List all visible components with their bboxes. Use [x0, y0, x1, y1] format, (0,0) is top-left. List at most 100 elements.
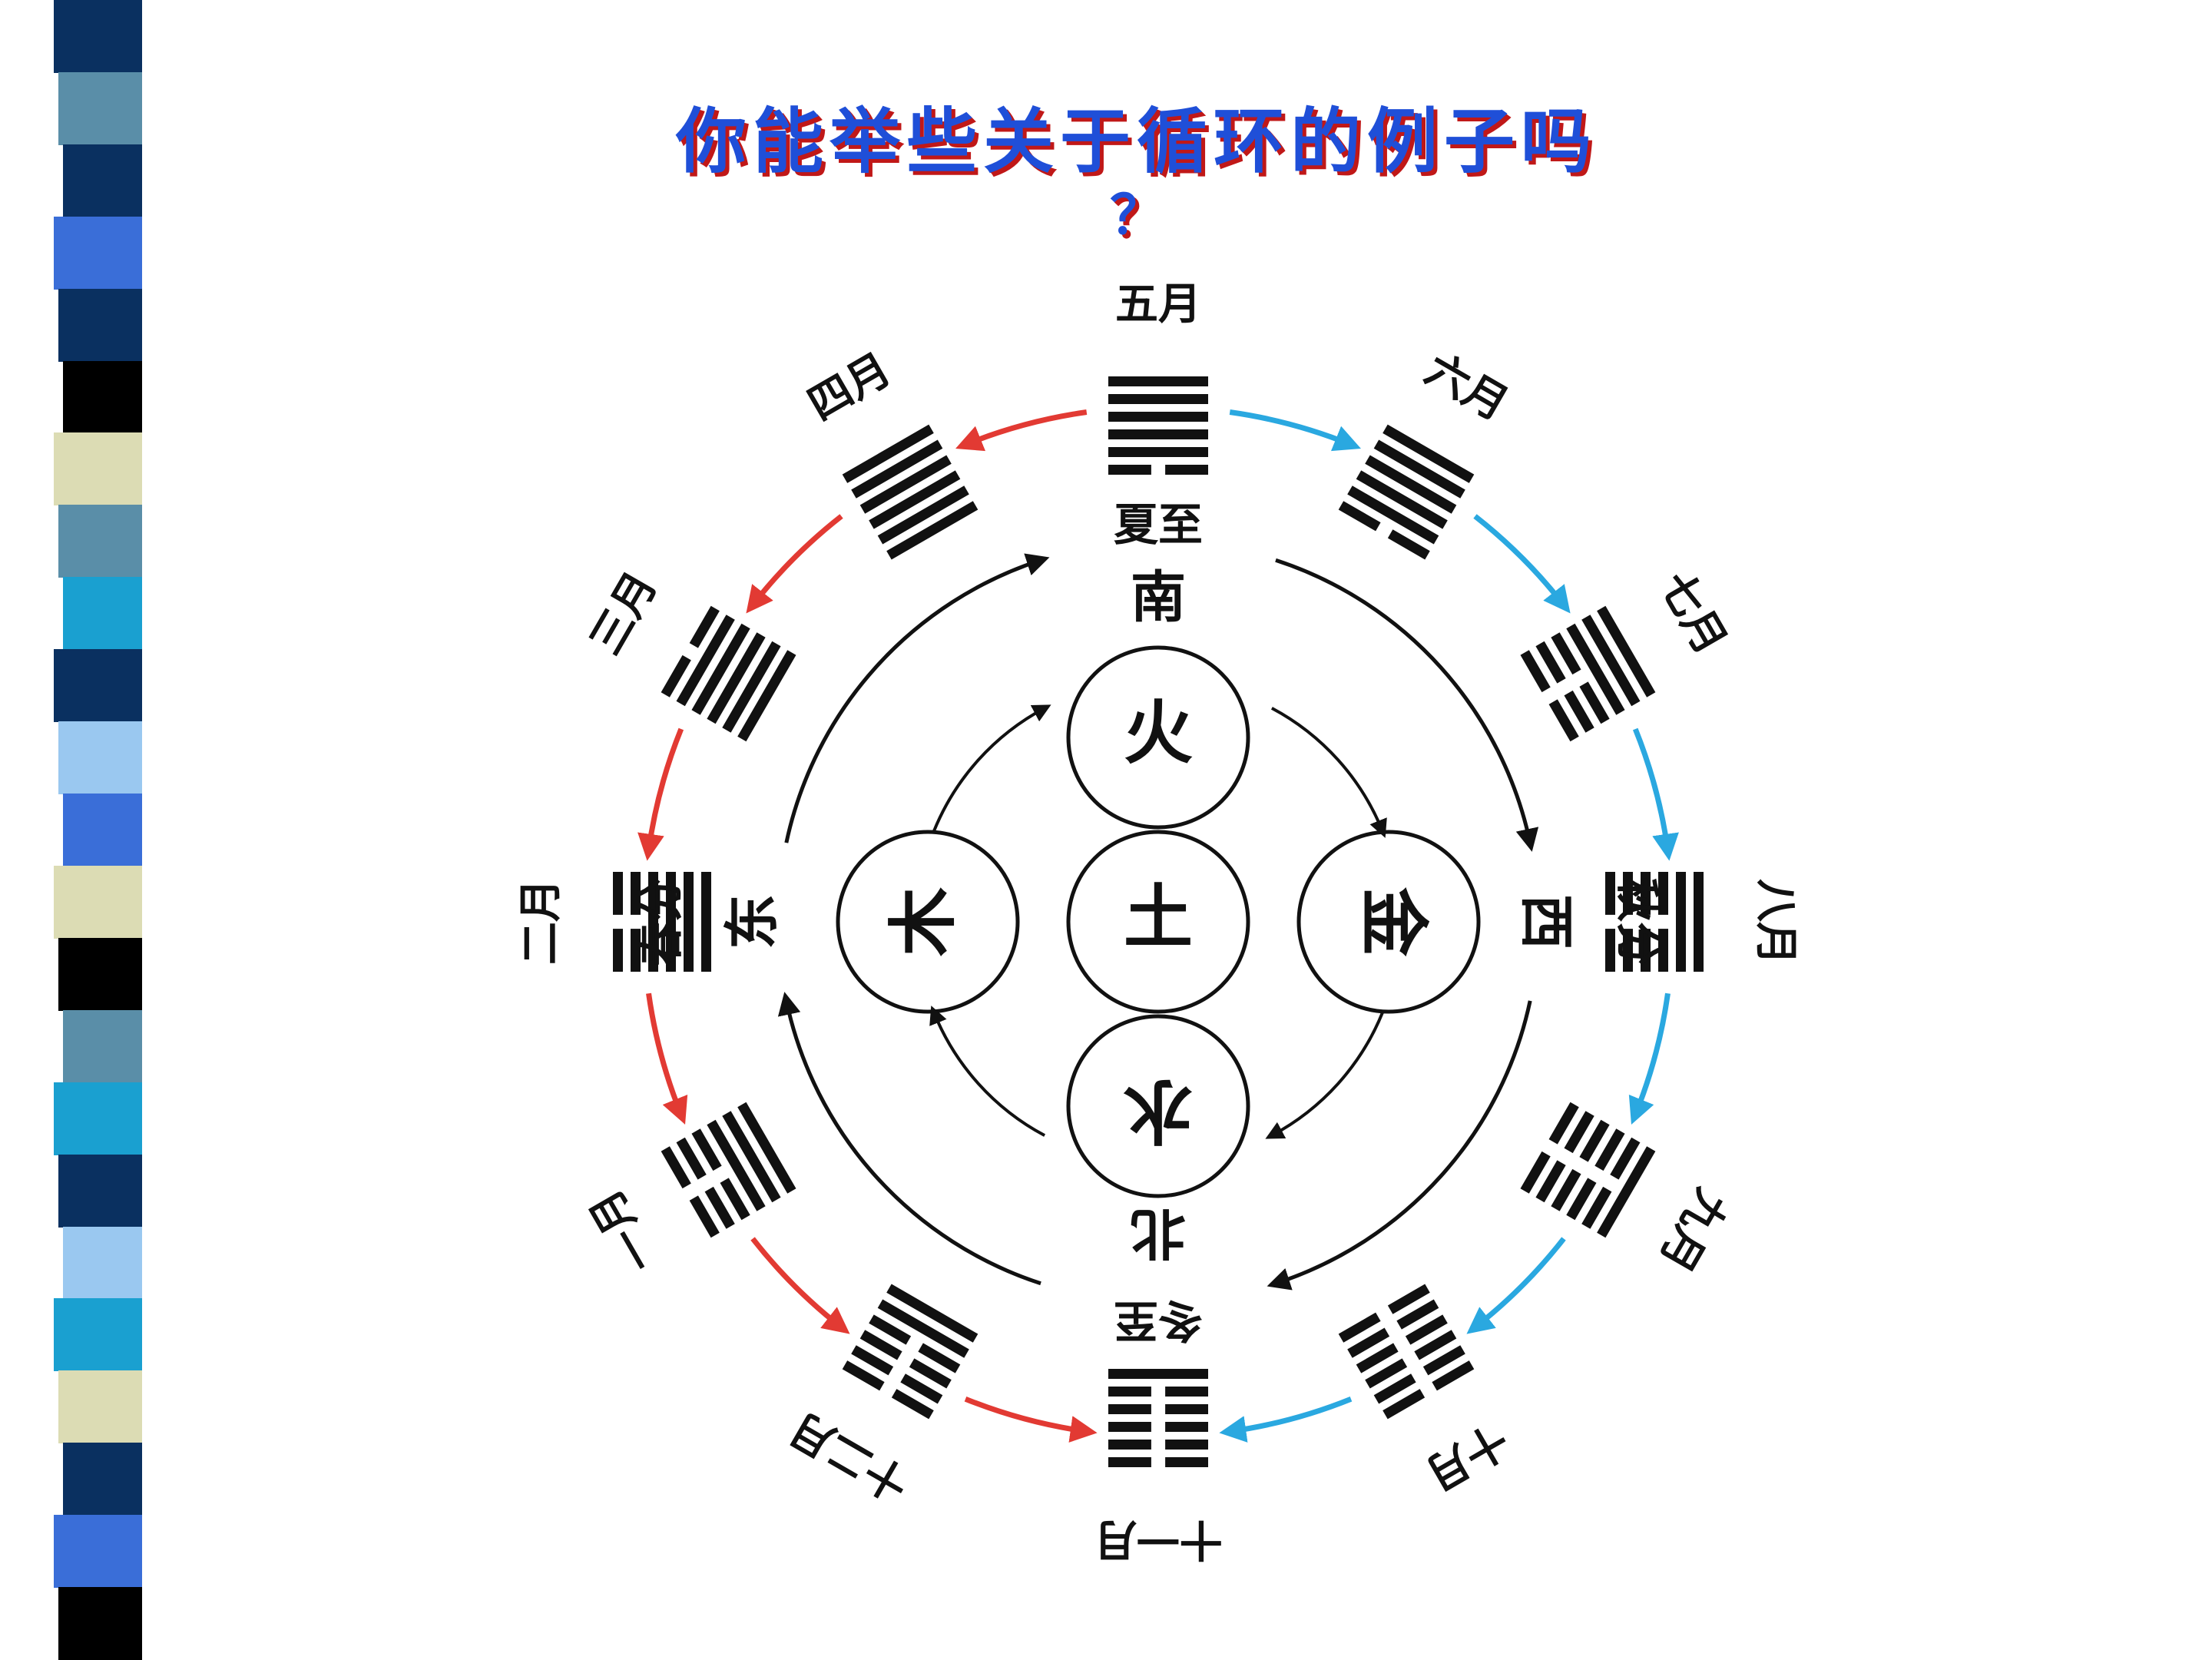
element-circle-fire: [1066, 645, 1250, 830]
season-arrow: [777, 992, 1041, 1286]
yin-arrow: [1473, 514, 1571, 614]
hexagram-yin-line: [1365, 1358, 1408, 1389]
hexagram-yin-line: [1338, 1312, 1381, 1343]
hexagram-yin-line: [909, 1358, 952, 1389]
hexagram: [661, 1102, 796, 1238]
slide-title: 你能举些关于循环的例子吗 ？: [230, 100, 2043, 246]
hexagram-yang-line: [1108, 429, 1208, 439]
yang-arrow: [646, 992, 688, 1125]
hexagram-yang-line: [842, 424, 934, 483]
hexagram: [661, 605, 796, 742]
hexagram-yang-line: [1347, 485, 1439, 545]
element-label-earth: 土: [1124, 877, 1193, 958]
label-autumn-equinox: 秋分: [1611, 877, 1664, 966]
hexagram-yin-line: [869, 1314, 912, 1345]
hexagram: [1520, 605, 1656, 742]
label-east: 东: [720, 894, 785, 949]
yang-arrow: [746, 514, 843, 614]
month-label: 十二月: [781, 1403, 918, 1510]
month-label: 八月: [1750, 879, 1800, 965]
hexagram-yin-line: [1165, 1404, 1208, 1414]
hexagram-yin-line: [661, 654, 691, 697]
hexagram-yang-line: [648, 872, 658, 972]
hexagram-yang-line: [684, 872, 694, 972]
hexagram-yang-line: [877, 1299, 969, 1358]
stripe-band: [54, 432, 142, 506]
stripe-band: [58, 1370, 142, 1444]
hexagram-yin-line: [631, 929, 641, 972]
hexagram-yin-line: [1422, 1345, 1465, 1376]
stripe-band: [58, 71, 142, 145]
yang-arrow: [637, 727, 684, 861]
seasonal-circle: [777, 553, 1539, 1291]
stripe-band: [54, 1298, 142, 1372]
yin-arrow: [1229, 409, 1361, 452]
hexagram-yin-line: [1579, 1119, 1610, 1162]
stripe-band: [63, 577, 142, 651]
label-summer-solstice: 夏至: [1114, 499, 1203, 551]
hexagram-yin-line: [631, 871, 641, 915]
hexagram-yang-line: [722, 1111, 781, 1203]
hexagram-yin-line: [689, 1195, 720, 1238]
season-arrow: [1267, 1000, 1532, 1291]
hexagram-yin-line: [1641, 872, 1651, 915]
hexagram-yin-line: [1165, 1422, 1208, 1432]
hexagram: [613, 871, 711, 972]
hexagram-yin-line: [1520, 1151, 1551, 1194]
hexagram-yin-line: [1108, 1440, 1151, 1450]
month-label: 十月: [1417, 1413, 1516, 1499]
month-label: 九月: [1650, 1181, 1736, 1280]
hexagram-yin-line: [1387, 529, 1430, 560]
hexagram-yang-line: [1108, 447, 1208, 457]
hexagram-yang-line: [886, 501, 979, 560]
hexagram-yin-line: [851, 1345, 894, 1376]
stripe-band: [54, 0, 142, 73]
element-circle-wood: [836, 830, 1020, 1014]
stripe-band: [63, 1443, 142, 1516]
month-label: 五月: [1115, 280, 1201, 330]
stripe-band: [58, 288, 142, 362]
hexagram-yin-line: [1414, 1330, 1457, 1360]
outer-month-arrows: [637, 409, 1679, 1443]
hexagram: [1605, 872, 1704, 972]
label-winter-solstice: 冬至: [1114, 1294, 1203, 1347]
title-question-mark: ？: [1110, 184, 1164, 247]
season-arrow: [1275, 558, 1539, 852]
hexagram-yin-line: [691, 1128, 722, 1171]
hexagram: [1108, 1369, 1208, 1467]
stripe-band: [63, 360, 142, 434]
hexagram-yang-line: [691, 623, 750, 715]
yang-arrow: [955, 409, 1088, 452]
month-label: 七月: [1650, 564, 1736, 663]
hexagram-yin-line: [1581, 1186, 1612, 1229]
hexagram-yin-line: [1165, 465, 1208, 475]
diagram-text-labels: 夏至 南 西 秋分 北 冬至 东 春分: [635, 499, 1664, 1347]
stripe-band: [54, 1515, 142, 1589]
hexagram-yin-line: [1548, 1102, 1579, 1145]
hexagram-yin-line: [1108, 1457, 1151, 1467]
hexagram-yin-line: [1165, 1387, 1208, 1397]
hexagram-yin-line: [1347, 1327, 1390, 1358]
hexagram-yin-line: [1520, 650, 1551, 693]
hexagram-yin-line: [1387, 1284, 1430, 1314]
hexagram-yang-line: [707, 632, 766, 724]
hexagram: [1338, 424, 1475, 560]
hexagram: [842, 1284, 979, 1420]
stripe-band: [58, 1154, 142, 1228]
hexagram-yin-line: [1535, 641, 1566, 684]
month-label: 十一月: [1094, 1514, 1223, 1564]
stripe-band: [54, 216, 142, 290]
month-label: 二月: [516, 879, 566, 965]
hexagram-yang-line: [1108, 412, 1208, 422]
stripe-band: [63, 1226, 142, 1300]
hexagram-yin-line: [1548, 699, 1579, 742]
yin-arrow: [1466, 1237, 1566, 1334]
month-label: 四月: [800, 344, 899, 430]
hexagram-yang-line: [722, 641, 781, 733]
hexagram-yang-line: [1566, 623, 1625, 715]
hexagram-yang-line: [1373, 439, 1465, 499]
stripe-band: [54, 649, 142, 723]
hexagram-yang-line: [1108, 376, 1208, 386]
hexagram-yang-line: [886, 1284, 979, 1343]
hexagram-yang-line: [707, 1119, 766, 1211]
